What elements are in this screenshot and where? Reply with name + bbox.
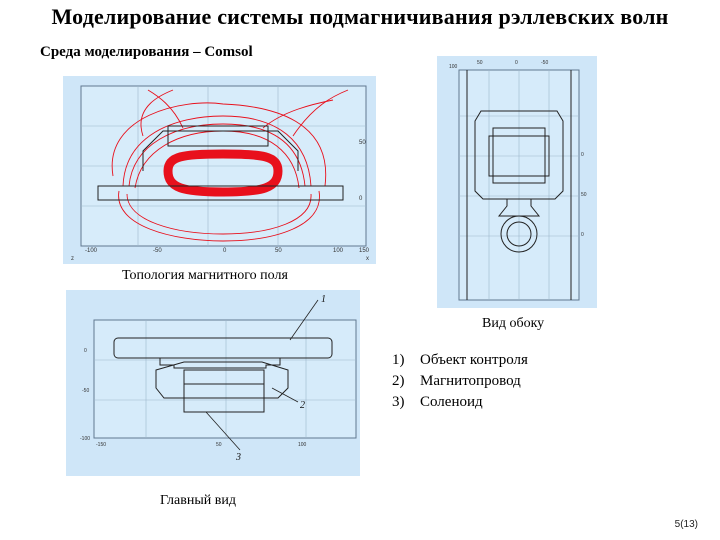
axis-label: 0	[359, 196, 363, 202]
axis-label: 0	[223, 248, 227, 254]
side-view-figure: 100 50 0 -50 0 50 0	[437, 56, 597, 308]
legend-item: 3)Соленоид	[392, 394, 483, 410]
axis-label: 100	[449, 64, 458, 70]
axis-label: 150	[359, 248, 370, 254]
legend-item: 1)Объект контроля	[392, 352, 528, 368]
axis-label: 0	[84, 348, 87, 354]
slide-subtitle: Среда моделирования – Comsol	[40, 44, 253, 60]
callout-3: 3	[235, 452, 241, 463]
topology-diagram: z -100 -50 0 50 100 150 50 0 x	[71, 85, 370, 262]
axis-label: -100	[80, 436, 90, 442]
axis-label: 50	[477, 60, 483, 66]
slide-title: Моделирование системы подмагничивания рэ…	[51, 4, 669, 29]
axis-label: 50	[359, 140, 366, 146]
solenoid-ring	[163, 149, 283, 197]
topology-caption: Топология магнитного поля	[122, 268, 288, 283]
axis-label: z	[71, 256, 74, 262]
callout-2: 2	[300, 400, 305, 411]
legend-list: 1)Объект контроля 2)Магнитопровод 3)Соле…	[392, 350, 528, 413]
front-view-caption: Главный вид	[160, 493, 236, 508]
front-view-diagram: 1 2 3 0 -50 -100 -150 50 100	[80, 294, 357, 463]
axis-label: -50	[82, 388, 89, 394]
axis-label: 100	[298, 442, 307, 448]
axis-label: -150	[96, 442, 106, 448]
axis-label: -100	[85, 248, 98, 254]
side-view-caption: Вид обоку	[482, 316, 545, 331]
axis-label: 50	[275, 248, 282, 254]
axis-label: x	[366, 256, 369, 262]
axis-label: 0	[581, 232, 584, 238]
axis-label: 0	[581, 152, 584, 158]
front-view-figure: 1 2 3 0 -50 -100 -150 50 100	[66, 290, 360, 476]
side-view-diagram: 100 50 0 -50 0 50 0	[449, 60, 587, 301]
topology-figure: z -100 -50 0 50 100 150 50 0 x	[63, 76, 376, 264]
axis-label: 50	[216, 442, 222, 448]
callout-1: 1	[321, 294, 326, 305]
axis-label: -50	[541, 60, 548, 66]
axis-label: 100	[333, 248, 344, 254]
legend-item: 2)Магнитопровод	[392, 373, 521, 389]
page-number: 5(13)	[674, 519, 698, 530]
axis-label: -50	[153, 248, 162, 254]
axis-label: 0	[515, 60, 518, 66]
axis-label: 50	[581, 192, 587, 198]
